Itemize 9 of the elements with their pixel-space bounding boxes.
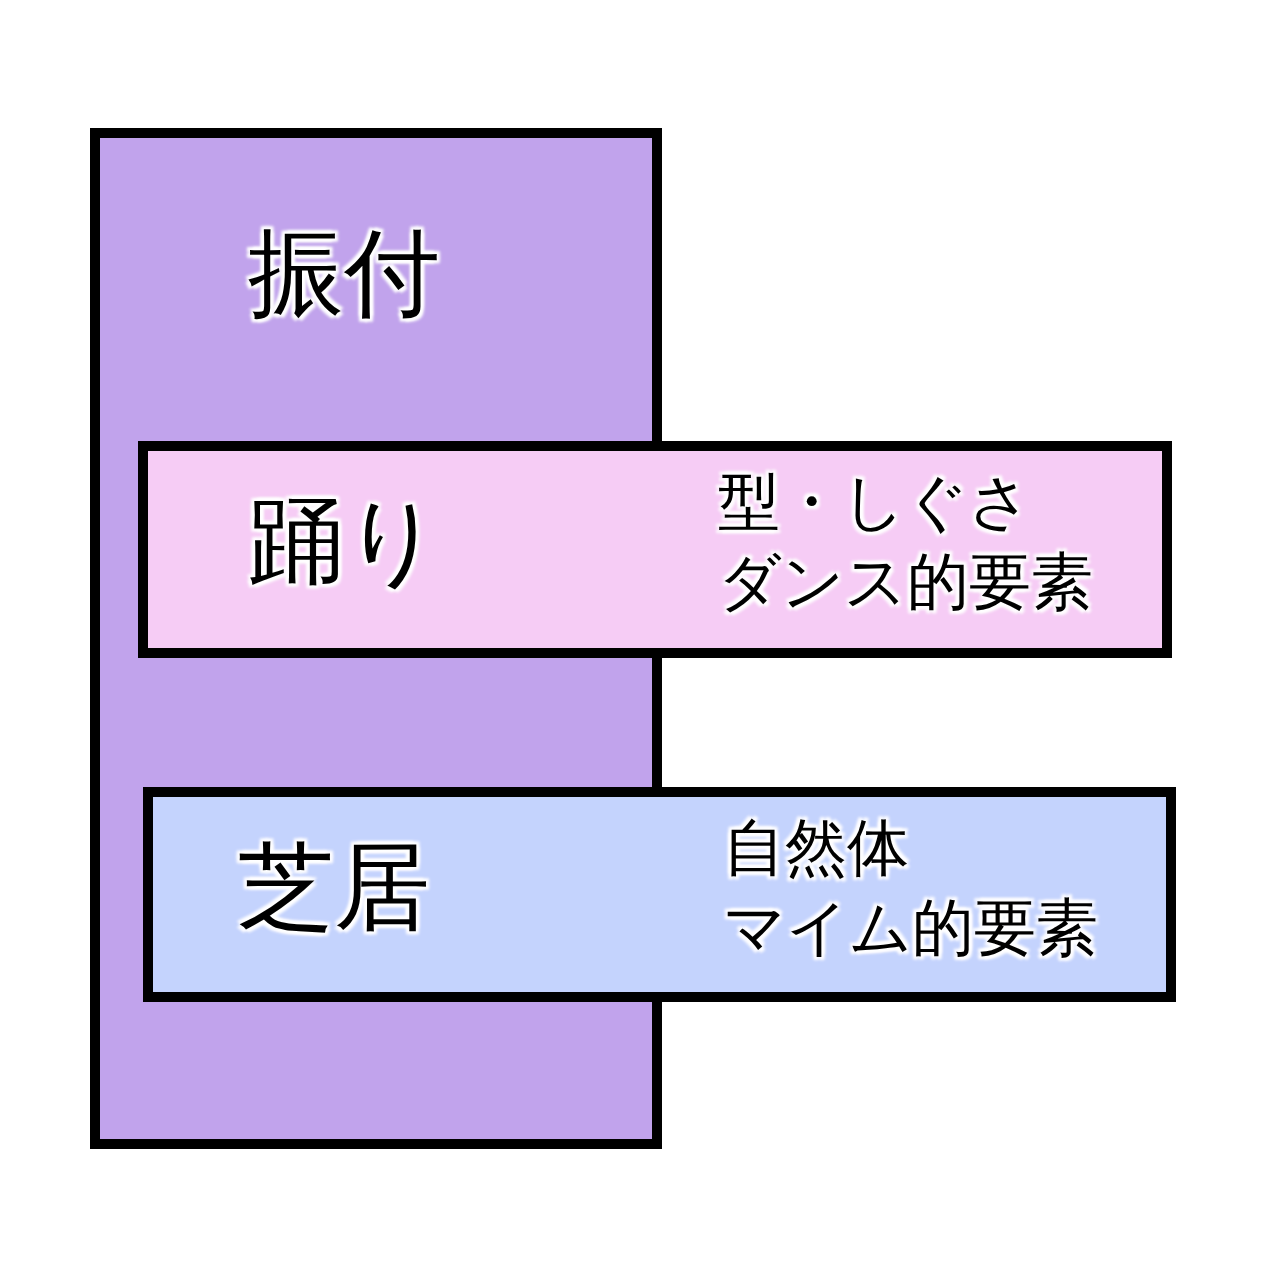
- description-text: ダンス的要素: [718, 546, 1093, 618]
- heading-text: 踊り: [248, 486, 442, 596]
- band-box: [143, 787, 1176, 1002]
- heading-text: 芝居: [238, 832, 430, 942]
- band-box: [138, 441, 1172, 658]
- description-text: 自然体: [723, 812, 909, 884]
- description-text: 型・しぐさ: [718, 466, 1031, 538]
- description-text: マイム的要素: [723, 892, 1098, 964]
- heading-text: 振付: [248, 218, 440, 328]
